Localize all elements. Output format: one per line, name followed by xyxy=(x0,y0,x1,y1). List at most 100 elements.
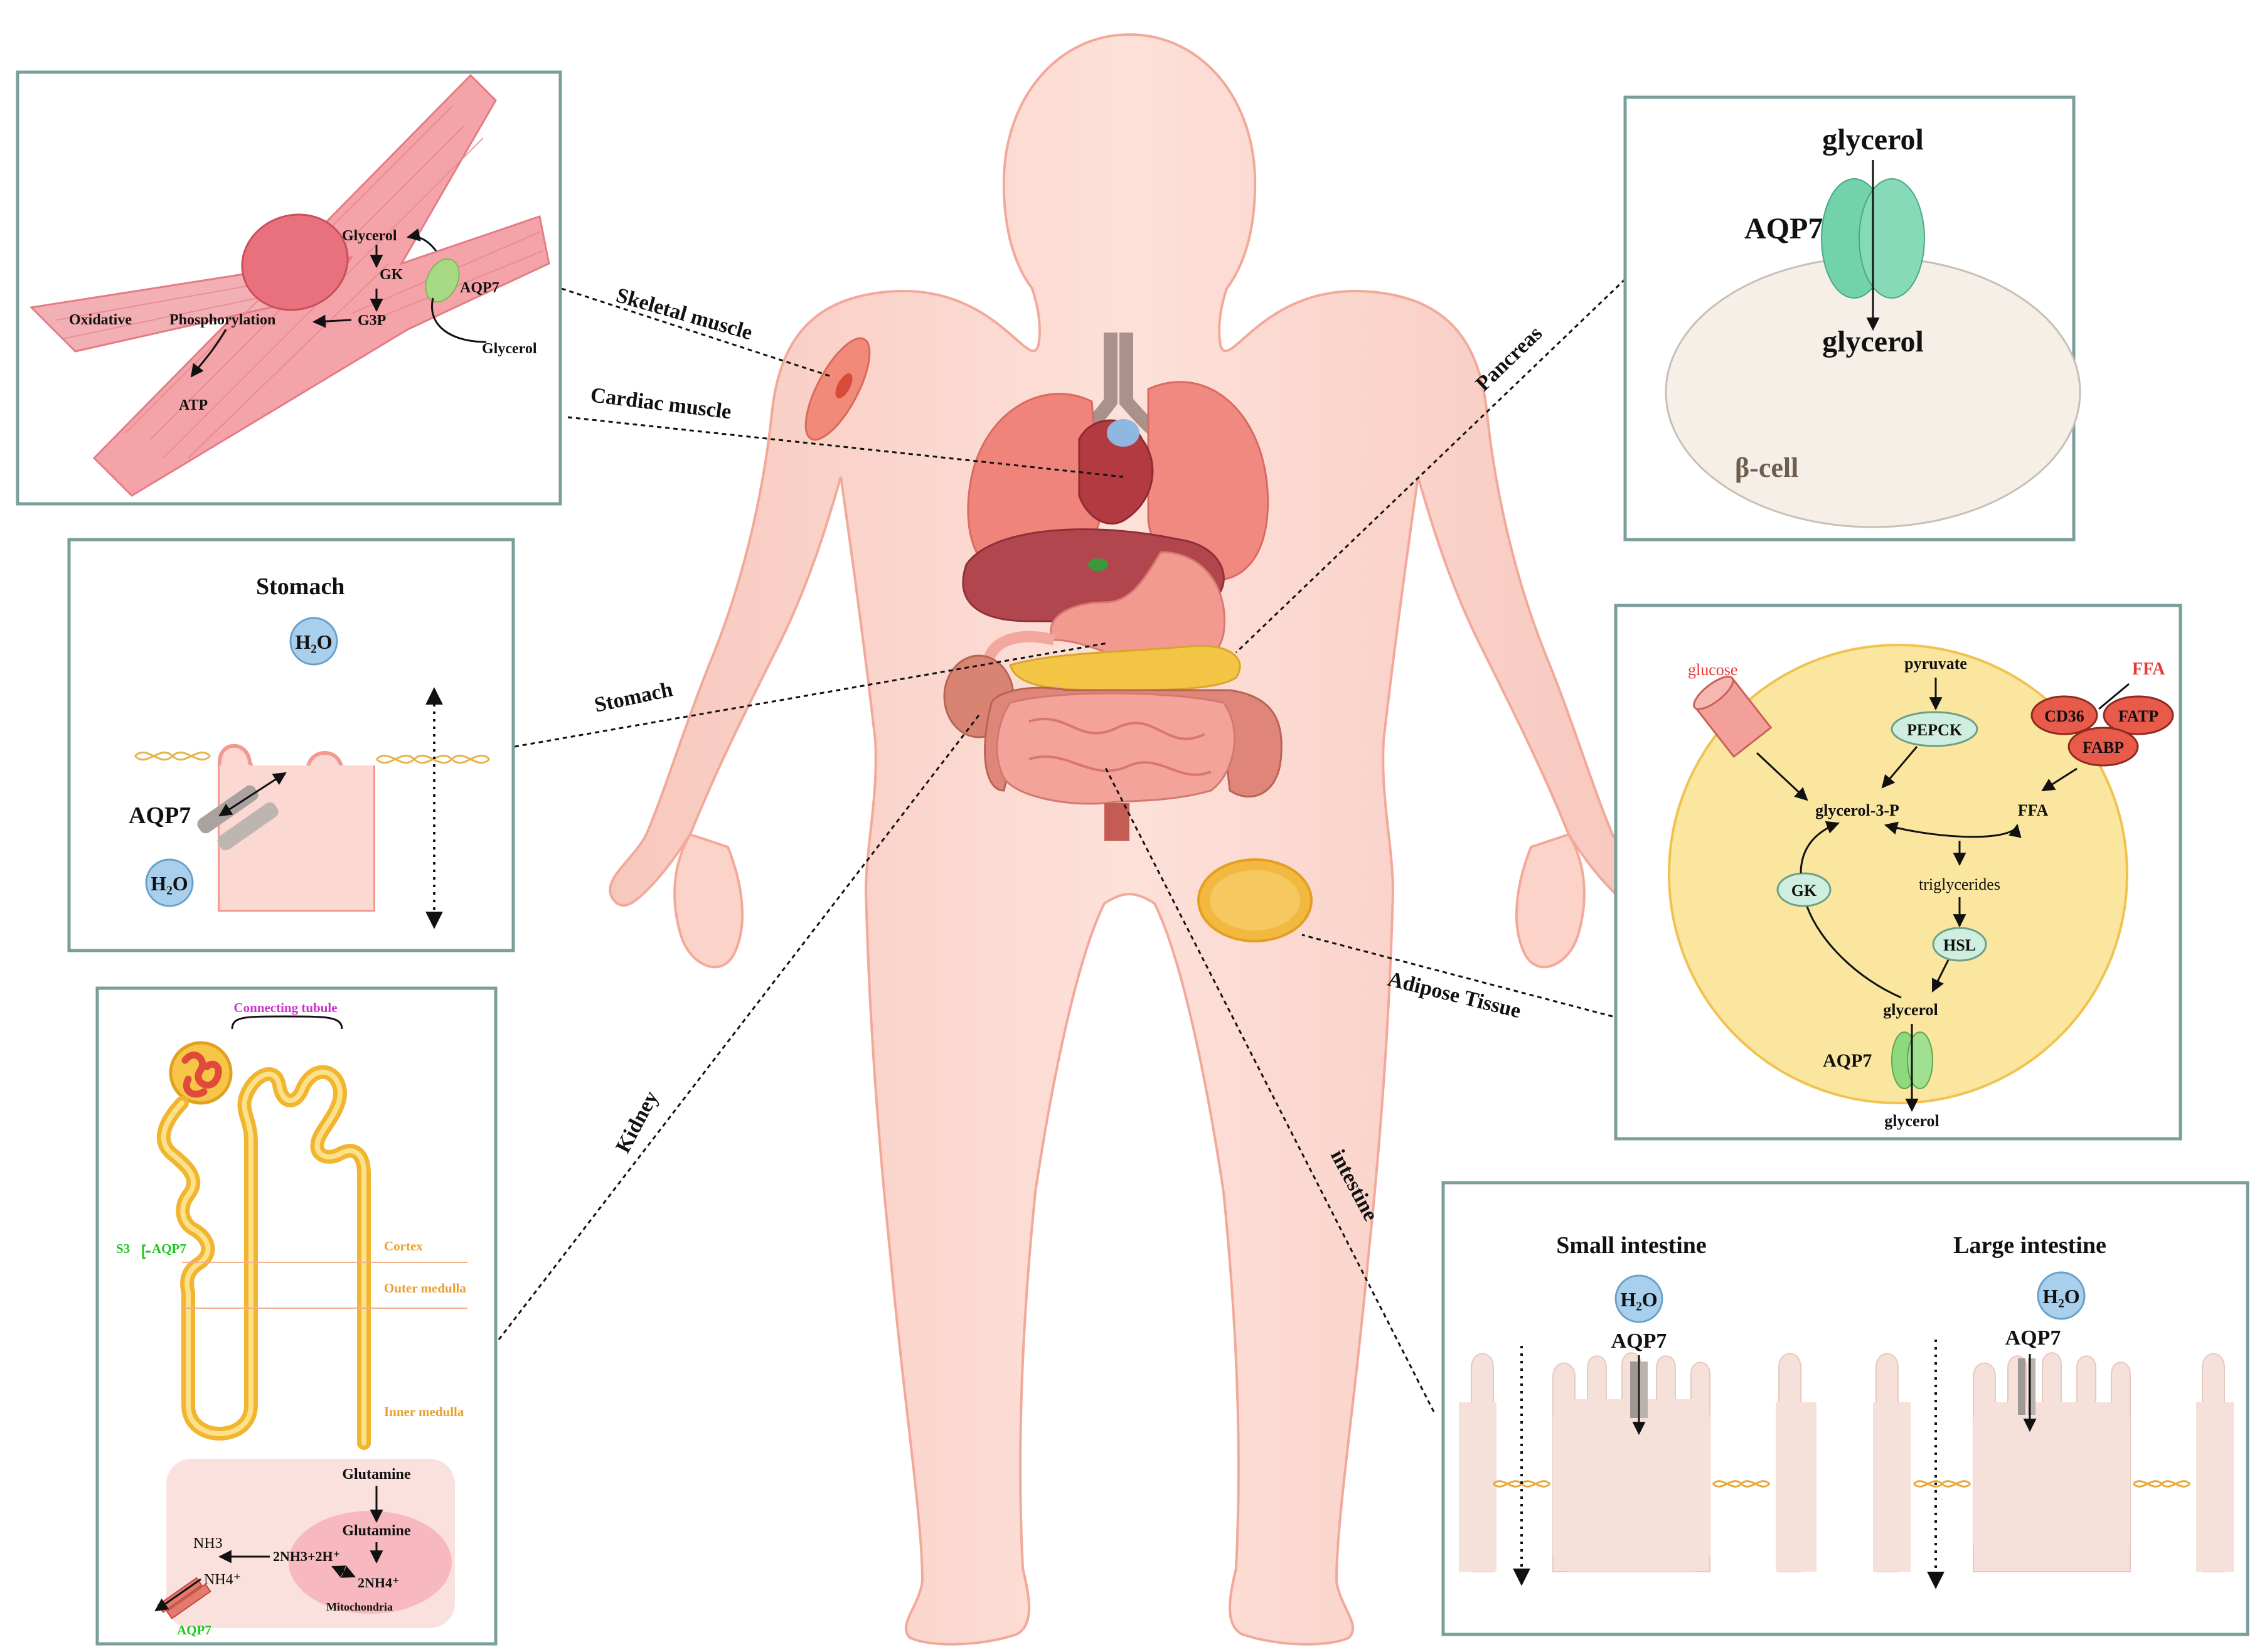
leader-lines xyxy=(498,278,1626,1412)
stomach-h2o-bottom: H₂O xyxy=(151,872,188,895)
adipose-pyruvate: pyruvate xyxy=(1904,654,1967,673)
adipose-ffa: FFA xyxy=(2018,801,2049,819)
muscle-aqp7: AQP7 xyxy=(460,280,499,296)
panel-kidney: Connecting tubule Cortex Outer medulla I… xyxy=(95,986,498,1646)
aqp7-channel-small xyxy=(1630,1362,1638,1418)
small-intestine-neighbour-right xyxy=(1776,1402,1817,1572)
adipose-glycerol3p: glycerol-3-P xyxy=(1815,801,1899,819)
hsl-enzyme xyxy=(1932,927,1987,962)
right-hand xyxy=(1515,833,1586,969)
adipose-triglycerides: triglycerides xyxy=(1919,875,2000,893)
kidney-s3: S3 xyxy=(116,1241,130,1256)
kidney-glutamine-2: Glutamine xyxy=(342,1523,411,1539)
adipose-hsl: HSL xyxy=(1943,936,1976,954)
heart xyxy=(1078,419,1154,525)
adipose-patch-core xyxy=(1210,870,1300,930)
large-intestine-neighbour-left xyxy=(1873,1402,1911,1572)
aqp7-channel-large xyxy=(2018,1358,2025,1415)
intestine-aqp7-large: AQP7 xyxy=(2005,1326,2061,1350)
pancreas-organ xyxy=(1009,644,1241,691)
adipose-ffa-top: FFA xyxy=(2132,659,2165,679)
label-stomach: Stomach xyxy=(592,678,675,717)
panel-skeletal-muscle: Glycerol GK G3P AQP7 Glycerol Oxidative … xyxy=(16,70,562,506)
gallbladder xyxy=(1088,558,1108,571)
kidney-nh3: NH3 xyxy=(193,1535,223,1552)
intestine-aqp7-small: AQP7 xyxy=(1611,1330,1667,1353)
pepck-enzyme xyxy=(1891,711,1978,747)
kidney-aqp7: AQP7 xyxy=(152,1241,186,1256)
pancreas-glycerol-top: glycerol xyxy=(1822,123,1924,156)
h2o-bubble-top xyxy=(289,617,338,666)
adipose-pepck: PEPCK xyxy=(1907,721,1963,739)
muscle-oxidative: Oxidative xyxy=(69,312,132,328)
large-intestine-neighbour-right xyxy=(2196,1402,2234,1572)
small-intestine-cell xyxy=(1553,1399,1710,1572)
glomerulus-capillaries xyxy=(181,1052,222,1098)
small-intestine-folds xyxy=(1028,717,1212,776)
nucleus xyxy=(241,213,349,311)
label-cardiac-muscle: Cardiac muscle xyxy=(589,383,733,424)
small-intestine-organ xyxy=(996,692,1235,805)
kidney-reaction: 2NH3+2H⁺ xyxy=(273,1548,340,1564)
left-hand xyxy=(673,833,744,969)
fabp-transporter xyxy=(2067,727,2139,767)
label-kidney: Kidney xyxy=(611,1087,663,1157)
adipocyte xyxy=(1668,644,2128,1104)
label-pancreas: Pancreas xyxy=(1471,322,1547,396)
intestine-h2o-small: H₂O xyxy=(1620,1288,1657,1311)
adipose-cd36: CD36 xyxy=(2044,707,2084,725)
pancreas-beta-cell: β-cell xyxy=(1735,452,1798,483)
muscle-atp: ATP xyxy=(179,397,208,413)
adipose-fatp: FATP xyxy=(2118,707,2158,725)
s3-bracket xyxy=(142,1244,146,1259)
muscle-gk: GK xyxy=(380,267,403,283)
aqp7-channel-adipose-b xyxy=(1907,1031,1933,1089)
pancreas-aqp7: AQP7 xyxy=(1744,212,1823,245)
adipose-fabp: FABP xyxy=(2083,738,2124,757)
h2o-bubble-bottom xyxy=(145,858,194,907)
muscle-phosphorylation: Phosphorylation xyxy=(169,312,275,328)
kidney-product: 2NH4⁺ xyxy=(358,1575,400,1591)
adipose-aqp7: AQP7 xyxy=(1823,1050,1872,1071)
h2o-bubble-large xyxy=(2037,1271,2086,1320)
intestine-small-title: Small intestine xyxy=(1556,1232,1707,1259)
fatp-transporter xyxy=(2103,695,2174,735)
adipose-glycerol-out: glycerol xyxy=(1884,1112,1939,1130)
kidney-glutamine-1: Glutamine xyxy=(342,1466,411,1483)
label-skeletal-muscle: Skeletal muscle xyxy=(614,284,755,344)
glucose-transporter xyxy=(1693,676,1773,759)
muscle-glycerol-in: Glycerol xyxy=(342,228,397,244)
helix-left-2 xyxy=(134,751,211,761)
large-intestine-cell xyxy=(1973,1402,2130,1562)
muscle-patch-core xyxy=(835,373,853,398)
panel-intestine: Small intestine Large intestine H₂O AQP7… xyxy=(1441,1181,2249,1636)
adipose-gk: GK xyxy=(1791,882,1817,900)
panel-pancreas: glycerol AQP7 glycerol β-cell xyxy=(1623,95,2081,541)
kidney-nh4: NH4⁺ xyxy=(204,1572,241,1588)
rectum xyxy=(1104,803,1129,841)
muscle-glycerol-out: Glycerol xyxy=(482,341,537,357)
nephron-tubule-inner xyxy=(161,1069,366,1446)
stomach-aqp7: AQP7 xyxy=(129,802,191,829)
adipose-glucose: glucose xyxy=(1688,661,1737,679)
gk-enzyme xyxy=(1776,872,1832,907)
intestine-h2o-large: H₂O xyxy=(2042,1285,2079,1308)
kidney-mitochondria: Mitochondria xyxy=(326,1601,393,1613)
cd36-transporter xyxy=(2030,695,2098,735)
heart-vessel xyxy=(1107,419,1139,447)
kidney-connecting-tubule: Connecting tubule xyxy=(233,1000,337,1015)
kidney-cortex: Cortex xyxy=(384,1239,423,1254)
large-helix-right-2 xyxy=(2132,1480,2191,1488)
adipose-glycerol-in: glycerol xyxy=(1883,1001,1938,1019)
panel-adipose: glucose pyruvate PEPCK FFA CD36 FATP FAB… xyxy=(1614,604,2182,1141)
human-body xyxy=(609,33,1650,1646)
stomach-h2o-top: H₂O xyxy=(295,631,332,653)
aqp7-channel-small-2 xyxy=(1640,1362,1648,1418)
aqp7-channel-pancreas-b xyxy=(1859,178,1925,299)
kidney-outer-medulla: Outer medulla xyxy=(384,1281,466,1296)
pancreas-glycerol-bottom: glycerol xyxy=(1822,325,1924,358)
large-helix-left-2 xyxy=(1913,1480,1971,1488)
aqp7-channel-kidney-2 xyxy=(166,1583,211,1619)
kidney-inner-medulla: Inner medulla xyxy=(384,1404,464,1419)
